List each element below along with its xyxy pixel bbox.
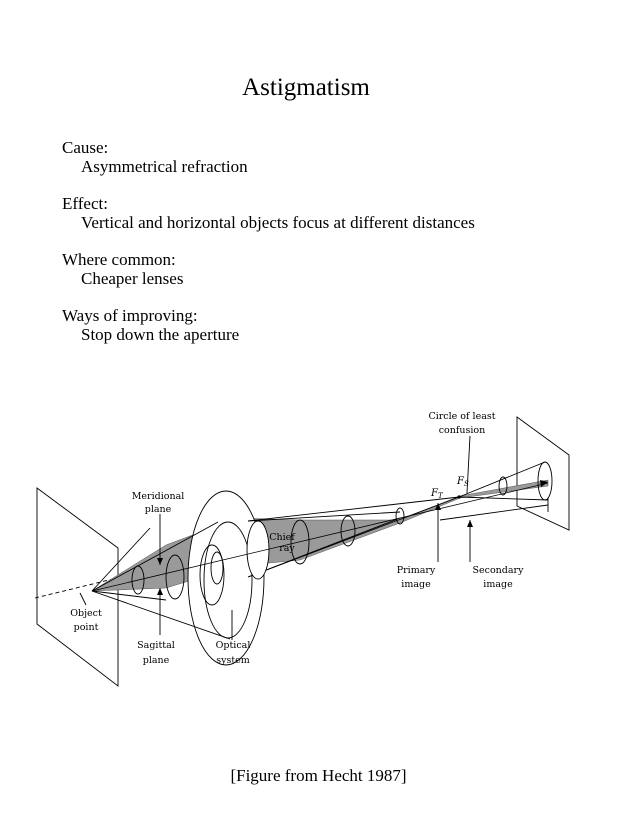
label-ft: FT — [430, 488, 444, 500]
effect-text: Vertical and horizontal objects focus at… — [81, 213, 475, 232]
ways-of-improving-heading: Ways of improving: — [62, 306, 198, 325]
label-meridional-1: Meridional — [132, 491, 185, 502]
label-sagittal-2: plane — [143, 655, 170, 666]
figure-caption: [Figure from Hecht 1987] — [230, 766, 407, 785]
astigmatism-diagram: Circle of least confusion Meridional pla… — [34, 411, 570, 687]
effect-heading: Effect: — [62, 194, 108, 213]
label-circle-of-least-confusion-1: Circle of least — [428, 411, 495, 422]
where-common-section: Where common: Cheaper lenses — [62, 250, 622, 288]
ways-of-improving-text: Stop down the aperture — [81, 325, 240, 344]
label-chief-ray-2: ray — [279, 543, 295, 554]
cause-section: Cause: Asymmetrical refraction — [62, 138, 622, 176]
label-object-point-1: Object — [70, 608, 102, 619]
image-plane — [516, 416, 570, 531]
label-object-point-2: point — [74, 622, 99, 633]
label-secondary-image-2: image — [483, 579, 513, 590]
label-optical-1: Optical — [216, 640, 251, 651]
ways-of-improving-section: Ways of improving: Stop down the apertur… — [62, 306, 622, 344]
where-common-heading: Where common: — [62, 250, 176, 269]
label-meridional-2: plane — [145, 504, 172, 515]
object-plane — [36, 487, 119, 687]
label-chief-ray-1: Chief — [269, 532, 296, 543]
cause-heading: Cause: — [62, 138, 109, 157]
astigmatism-figure: Circle of least confusion Meridional pla… — [0, 395, 637, 700]
label-fs: FS — [456, 476, 469, 488]
label-secondary-image-1: Secondary — [473, 565, 525, 576]
label-primary-image-2: image — [401, 579, 431, 590]
label-circle-of-least-confusion-2: confusion — [439, 425, 486, 436]
label-optical-2: system — [216, 655, 250, 666]
label-sagittal-1: Sagittal — [137, 640, 175, 651]
lens-inner-ring — [203, 521, 253, 639]
effect-section: Effect: Vertical and horizontal objects … — [62, 194, 622, 232]
cause-text: Asymmetrical refraction — [81, 157, 248, 176]
astigmatism-notes: Cause: Asymmetrical refraction Effect: V… — [62, 138, 622, 362]
label-primary-image-1: Primary — [397, 565, 436, 576]
where-common-text: Cheaper lenses — [81, 269, 184, 288]
page-title: Astigmatism — [242, 74, 370, 101]
